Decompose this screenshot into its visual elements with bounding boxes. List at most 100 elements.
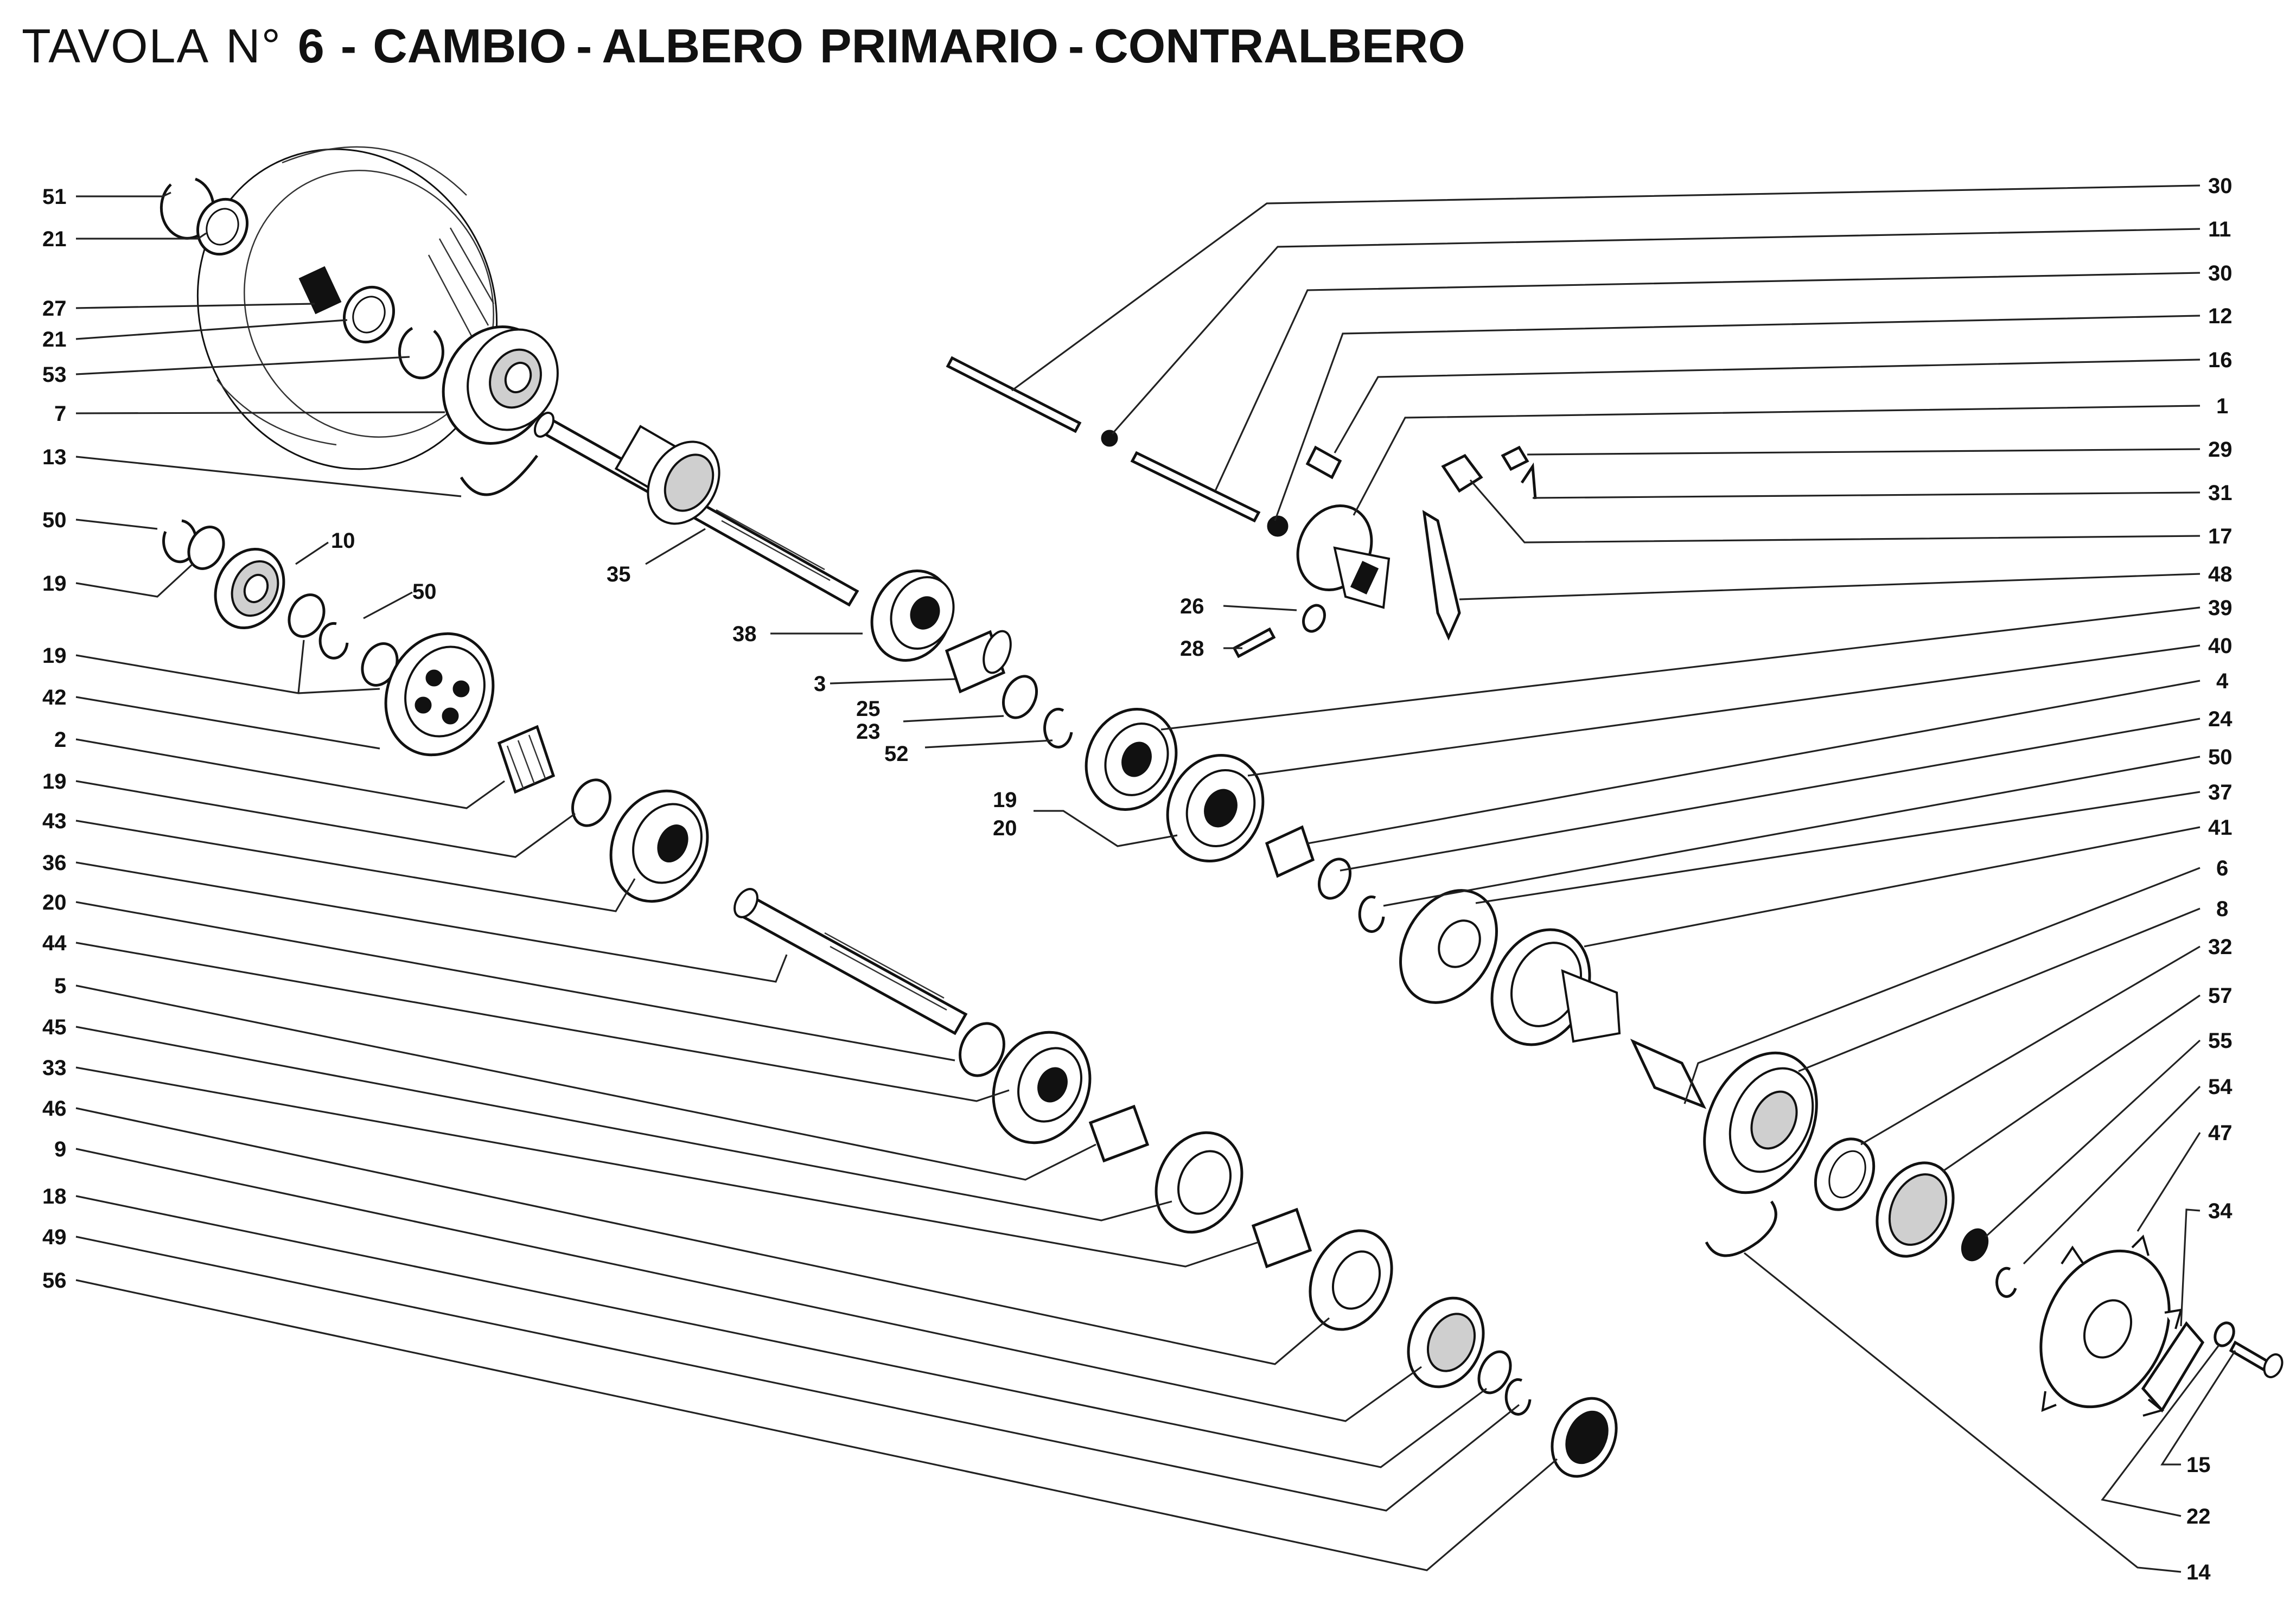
part-bearing-10 bbox=[214, 547, 285, 630]
callout-35: 35 bbox=[607, 562, 631, 586]
title-part-primario: PRIMARIO bbox=[819, 19, 1058, 73]
callout-48: 48 bbox=[2208, 562, 2233, 586]
clutch-drum bbox=[196, 146, 498, 470]
part-sprocket-47 bbox=[2039, 1235, 2183, 1417]
callout-24: 24 bbox=[2208, 707, 2233, 731]
callout-52: 52 bbox=[884, 742, 909, 766]
callout-11: 11 bbox=[2208, 218, 2231, 241]
part-split-pin-31 bbox=[1520, 462, 1537, 500]
part-circlip-52 bbox=[1043, 707, 1073, 749]
part-gear-43 bbox=[609, 789, 709, 903]
part-gear-45 bbox=[1155, 1131, 1243, 1234]
part-washer-26 bbox=[1302, 604, 1326, 633]
callout-50a: 50 bbox=[42, 508, 67, 532]
part-selector-drum-1 bbox=[1296, 504, 1391, 609]
callout-36: 36 bbox=[42, 851, 67, 875]
callout-20: 20 bbox=[42, 891, 67, 914]
callout-51: 51 bbox=[42, 185, 67, 209]
callout-37: 37 bbox=[2208, 781, 2233, 804]
part-pin-28 bbox=[1232, 627, 1276, 658]
callout-8: 8 bbox=[2216, 897, 2228, 921]
callout-45: 45 bbox=[42, 1015, 67, 1039]
part-ball-12 bbox=[1267, 515, 1289, 537]
callout-49: 49 bbox=[42, 1225, 67, 1249]
callout-54: 54 bbox=[2208, 1075, 2233, 1099]
callout-33: 33 bbox=[42, 1056, 67, 1080]
callout-20b: 20 bbox=[993, 816, 1017, 840]
part-bolt-15 bbox=[2229, 1340, 2270, 1372]
leader-lines bbox=[75, 184, 2236, 1573]
part-seal-32 bbox=[1814, 1137, 1876, 1211]
callout-21a: 21 bbox=[42, 227, 67, 251]
part-spacer-55 bbox=[1961, 1228, 1989, 1262]
callout-3: 3 bbox=[814, 672, 826, 696]
callout-50b: 50 bbox=[2208, 745, 2233, 769]
part-bush-5 bbox=[1088, 1104, 1150, 1163]
callout-27: 27 bbox=[42, 297, 67, 321]
callout-56: 56 bbox=[42, 1269, 67, 1293]
part-disc-37 bbox=[1399, 889, 1498, 1004]
part-washer-24 bbox=[1317, 858, 1352, 900]
part-washer-21b bbox=[342, 285, 396, 344]
callout-32: 32 bbox=[2208, 935, 2233, 959]
callout-38: 38 bbox=[732, 622, 757, 646]
title-part-contralbero: CONTRALBERO bbox=[1094, 19, 1465, 73]
title-dash-1: - bbox=[340, 19, 357, 73]
callout-23: 23 bbox=[856, 720, 881, 744]
callout-26: 26 bbox=[1180, 594, 1204, 618]
title-prefix: TAVOLA bbox=[22, 19, 210, 73]
part-primary-shaft-35 bbox=[533, 412, 859, 607]
callout-42: 42 bbox=[42, 686, 67, 709]
callout-18: 18 bbox=[42, 1185, 67, 1208]
part-rod-30b bbox=[1130, 451, 1261, 523]
callout-22: 22 bbox=[2186, 1505, 2211, 1528]
title-part-cambio: CAMBIO bbox=[373, 19, 567, 73]
part-shim-25-23 bbox=[1002, 675, 1038, 719]
callout-6: 6 bbox=[2216, 856, 2228, 880]
part-bush-6 bbox=[1630, 1038, 1707, 1109]
part-needle-bearing-2 bbox=[497, 725, 556, 794]
callout-29: 29 bbox=[2208, 438, 2233, 462]
callout-41: 41 bbox=[2208, 816, 2233, 840]
parts-drawing bbox=[160, 146, 2284, 1478]
part-countershaft-36 bbox=[734, 888, 968, 1035]
callout-43: 43 bbox=[42, 809, 67, 833]
title-number-sign: N° bbox=[226, 19, 282, 73]
part-washer-20 bbox=[959, 1022, 1005, 1077]
callout-30a: 30 bbox=[2208, 174, 2233, 198]
part-gear-42 bbox=[384, 632, 495, 757]
part-circlip-50c bbox=[318, 622, 349, 660]
callout-10: 10 bbox=[331, 529, 355, 553]
callout-57: 57 bbox=[2208, 984, 2233, 1008]
part-seal-57 bbox=[1876, 1161, 1955, 1258]
callout-21b: 21 bbox=[42, 328, 67, 351]
callout-14: 14 bbox=[2186, 1560, 2211, 1584]
part-seal-56 bbox=[1551, 1397, 1618, 1478]
part-gear-40 bbox=[1166, 754, 1265, 862]
callout-17: 17 bbox=[2208, 525, 2233, 548]
callout-46: 46 bbox=[42, 1097, 67, 1121]
part-washer-19a bbox=[187, 526, 225, 570]
callout-55: 55 bbox=[2208, 1029, 2233, 1053]
callout-25: 25 bbox=[856, 697, 881, 721]
callout-19c: 19 bbox=[42, 770, 67, 794]
part-lockplate-34 bbox=[2141, 1321, 2205, 1413]
callout-19e: 19 bbox=[993, 788, 1017, 812]
callout-15: 15 bbox=[2186, 1453, 2211, 1477]
part-gear-44 bbox=[992, 1031, 1092, 1144]
title-part-albero: ALBERO bbox=[602, 19, 803, 73]
part-bearing-8 bbox=[1703, 1051, 1818, 1194]
part-circlip-49 bbox=[1504, 1378, 1532, 1416]
part-washer-22 bbox=[2214, 1321, 2235, 1347]
callout-44: 44 bbox=[42, 931, 67, 955]
callout-47: 47 bbox=[2208, 1121, 2233, 1145]
title-number: 6 bbox=[297, 19, 324, 73]
callout-19a: 19 bbox=[42, 572, 67, 596]
part-circlip-50b bbox=[1358, 895, 1385, 933]
part-ball-11 bbox=[1101, 430, 1118, 447]
callout-2: 2 bbox=[54, 728, 66, 752]
part-bush-33 bbox=[1251, 1207, 1312, 1269]
part-circlip-54 bbox=[1995, 1267, 2017, 1298]
